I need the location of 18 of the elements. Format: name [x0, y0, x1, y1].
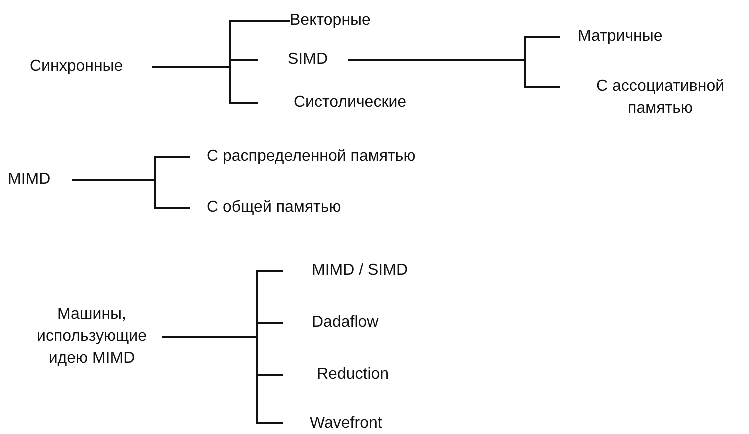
node-label: Wavefront: [283, 413, 453, 434]
node-label: Синхронные: [30, 56, 152, 78]
node-label: Матричные: [560, 26, 695, 48]
node-label: Dadaflow: [283, 312, 453, 334]
node-label: С распределенной памятью: [190, 146, 490, 168]
node-label: Систолические: [258, 92, 443, 114]
connector-line: [348, 59, 560, 88]
node-label: Векторные: [290, 10, 400, 32]
node-label: MIMD: [8, 169, 72, 191]
node-label: С общей памятью: [190, 197, 400, 219]
node-label: SIMD: [258, 49, 348, 71]
node-label: Машины, использующие идею MIMD: [22, 304, 162, 370]
node-label: С ассоциативной памятью: [560, 76, 749, 120]
connector-line: [162, 336, 283, 424]
connector-line: [152, 66, 258, 104]
connector-line: [72, 179, 190, 209]
node-label: MIMD / SIMD: [283, 260, 453, 282]
node-label: Reduction: [283, 364, 453, 386]
